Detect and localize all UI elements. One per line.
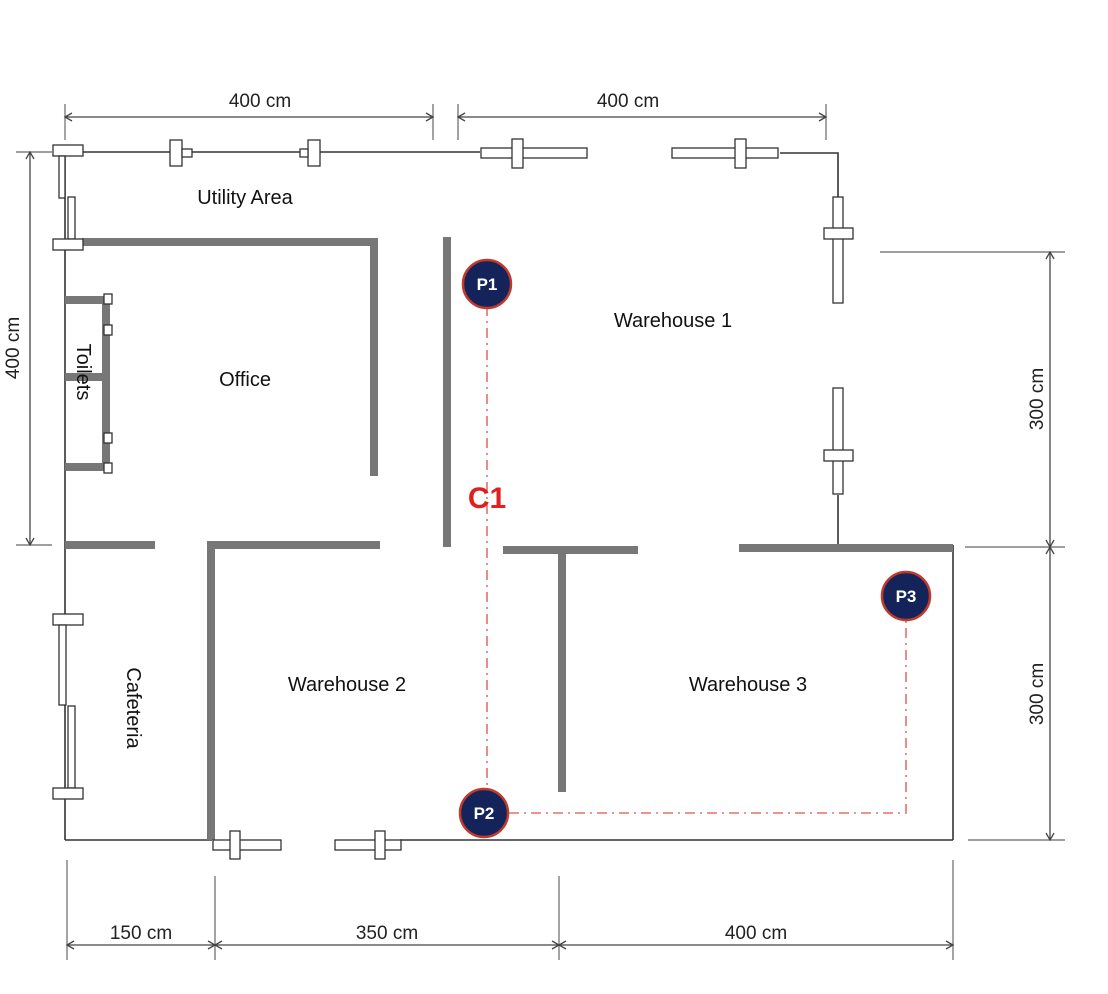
dimension-bottom-middle [213, 876, 561, 960]
window-top-2 [299, 139, 321, 167]
exterior-walls [64, 151, 954, 841]
dimension-right-lower-label: 300 cm [1027, 663, 1048, 725]
toilet-partitions [65, 293, 113, 474]
room-label-cafeteria: Cafeteria [122, 667, 144, 749]
room-label-warehouse-2: Warehouse 2 [288, 674, 406, 696]
dimension-top-right-label: 400 cm [597, 91, 659, 112]
window-right-1 [823, 196, 854, 304]
dimension-top-left-label: 400 cm [229, 91, 291, 112]
window-left-bottom [52, 613, 84, 800]
room-label-warehouse-1: Warehouse 1 [614, 310, 732, 332]
marker-p2[interactable]: P2 [458, 787, 510, 839]
dimension-right-upper [880, 250, 1065, 549]
room-label-toilets: Toilets [72, 344, 94, 401]
interior-walls [65, 237, 953, 840]
window-top-1 [169, 139, 193, 167]
marker-p2-label: P2 [474, 804, 495, 823]
dimension-right-upper-label: 300 cm [1027, 368, 1048, 430]
marker-p3-label: P3 [896, 587, 917, 606]
dimension-top-right [456, 104, 828, 140]
dimension-bottom-left-label: 150 cm [110, 923, 172, 944]
dimension-bottom-left [65, 860, 217, 960]
dimension-bottom-right-label: 400 cm [725, 923, 787, 944]
window-left-top [52, 144, 84, 251]
room-label-utility-area: Utility Area [197, 187, 293, 209]
dimension-left-label: 400 cm [3, 317, 24, 379]
window-bottom-2 [334, 830, 402, 860]
corridor-label-c1: C1 [468, 482, 506, 515]
dimension-top-left [63, 104, 435, 140]
room-label-warehouse-3: Warehouse 3 [689, 674, 807, 696]
window-top-4 [671, 138, 779, 169]
marker-p1-label: P1 [477, 275, 498, 294]
dimension-right-lower [968, 545, 1065, 842]
dimension-bottom-right [557, 860, 955, 960]
window-top-3 [480, 138, 588, 169]
window-right-2 [823, 387, 854, 495]
dimension-left [16, 150, 52, 547]
marker-p3[interactable]: P3 [880, 570, 932, 622]
room-label-office: Office [219, 369, 271, 391]
dimension-bottom-middle-label: 350 cm [356, 923, 418, 944]
marker-p1[interactable]: P1 [461, 258, 513, 310]
window-bottom-1 [212, 830, 282, 860]
route-path [486, 306, 907, 814]
